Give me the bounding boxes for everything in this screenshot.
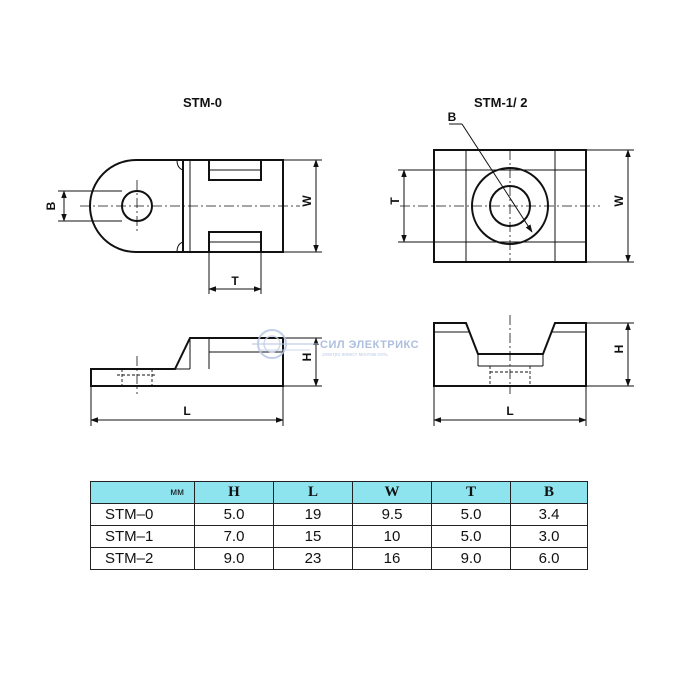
stm12-dim-h: H bbox=[612, 345, 626, 354]
cell-w: 10 bbox=[352, 525, 432, 548]
table-header-row: мм H L W T B bbox=[90, 481, 588, 504]
table-row: STM–1 7.0 15 10 5.0 3.0 bbox=[90, 525, 588, 548]
cell-b: 3.4 bbox=[510, 503, 588, 526]
table-row: STM–0 5.0 19 9.5 5.0 3.4 bbox=[90, 503, 588, 526]
row-model: STM–0 bbox=[90, 503, 195, 526]
row-model: STM–1 bbox=[90, 525, 195, 548]
watermark-tagline: электро инвест монтаж-сеть bbox=[322, 352, 388, 358]
col-header-b: B bbox=[510, 481, 588, 504]
cell-b: 3.0 bbox=[510, 525, 588, 548]
cell-b: 6.0 bbox=[510, 547, 588, 570]
stm12-top-view: B T W bbox=[388, 110, 634, 263]
stm12-dim-b: B bbox=[448, 110, 457, 124]
col-header-h: H bbox=[194, 481, 274, 504]
cell-h: 7.0 bbox=[194, 525, 274, 548]
technical-drawing: STM-0 STM-1/ 2 B W T bbox=[44, 95, 634, 426]
stm0-dim-w: W bbox=[300, 195, 314, 207]
stm12-dim-w: W bbox=[612, 195, 626, 207]
cell-w: 9.5 bbox=[352, 503, 432, 526]
unit-header: мм bbox=[90, 481, 195, 504]
stm0-dim-t: T bbox=[231, 274, 239, 288]
stm0-dim-h: H bbox=[300, 353, 314, 362]
watermark-brand: СИЛ ЭЛЕКТРИКС bbox=[320, 339, 419, 351]
table-row: STM–2 9.0 23 16 9.0 6.0 bbox=[90, 547, 588, 570]
stm0-top-view: B W T bbox=[44, 159, 322, 294]
cell-t: 5.0 bbox=[431, 525, 511, 548]
cell-l: 19 bbox=[273, 503, 353, 526]
stm12-side-view: H L bbox=[433, 315, 634, 426]
col-header-w: W bbox=[352, 481, 432, 504]
watermark: СИЛ ЭЛЕКТРИКС электро инвест монтаж-сеть bbox=[252, 329, 419, 359]
stm0-title: STM-0 bbox=[183, 95, 222, 110]
watermark-logo-icon bbox=[252, 329, 318, 359]
stm12-dim-t: T bbox=[388, 197, 402, 205]
cell-w: 16 bbox=[352, 547, 432, 570]
cell-l: 15 bbox=[273, 525, 353, 548]
cell-h: 5.0 bbox=[194, 503, 274, 526]
stm0-dim-b: B bbox=[44, 201, 58, 210]
stm0-dim-l: L bbox=[183, 404, 190, 418]
cell-l: 23 bbox=[273, 547, 353, 570]
cell-t: 9.0 bbox=[431, 547, 511, 570]
col-header-t: T bbox=[431, 481, 511, 504]
stm0-side-view: H L bbox=[90, 337, 322, 426]
stm12-title: STM-1/ 2 bbox=[474, 95, 527, 110]
spec-table: мм H L W T B STM–0 5.0 19 9.5 5.0 3.4 ST… bbox=[90, 481, 588, 570]
cell-h: 9.0 bbox=[194, 547, 274, 570]
col-header-l: L bbox=[273, 481, 353, 504]
row-model: STM–2 bbox=[90, 547, 195, 570]
cell-t: 5.0 bbox=[431, 503, 511, 526]
stm12-dim-l: L bbox=[506, 404, 513, 418]
